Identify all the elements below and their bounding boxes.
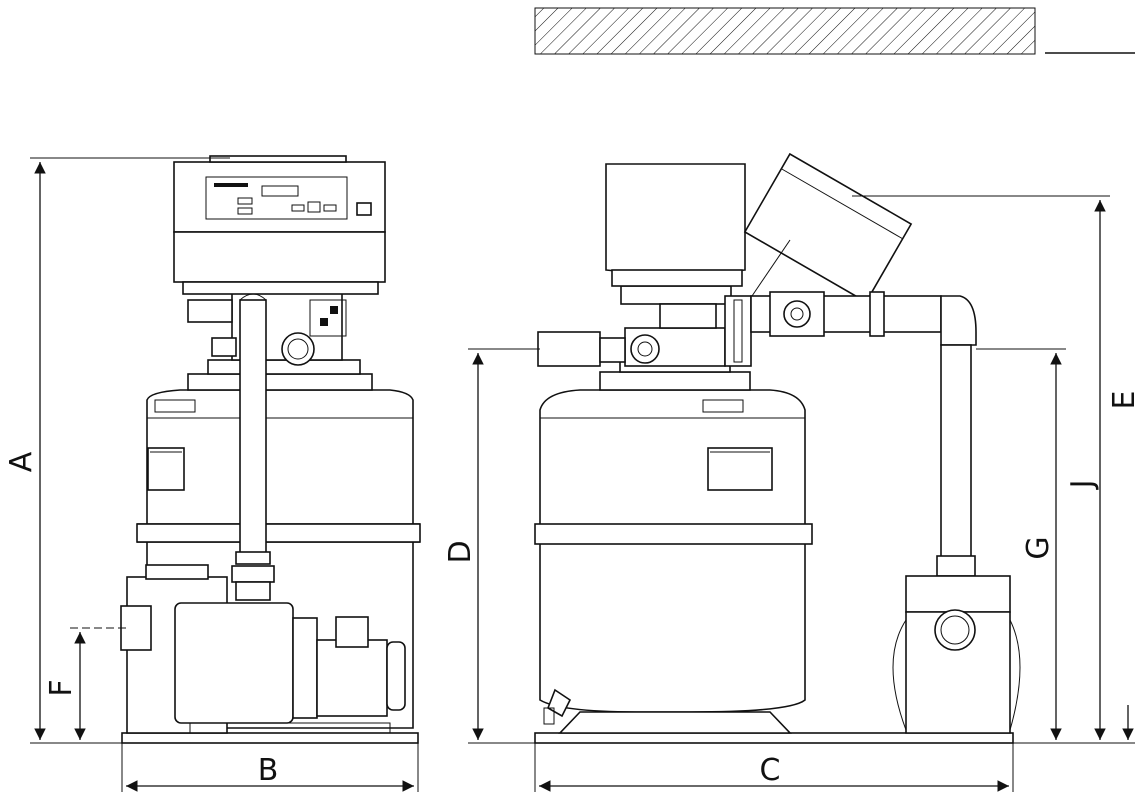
dim-label-g: G bbox=[1021, 536, 1056, 559]
side-tank bbox=[539, 389, 806, 713]
dim-label-c: C bbox=[760, 753, 781, 788]
dim-label-f: F bbox=[44, 679, 79, 696]
dim-label-e: E bbox=[1107, 391, 1135, 410]
front-motor-cover bbox=[174, 602, 294, 724]
front-label-plate bbox=[147, 447, 185, 491]
side-inlet-fitting bbox=[537, 331, 601, 367]
side-view bbox=[534, 152, 1021, 744]
side-controller bbox=[743, 152, 913, 304]
wall-hatch bbox=[534, 7, 1135, 55]
dimension-lines bbox=[30, 157, 1135, 792]
side-down-pipe bbox=[940, 344, 972, 558]
side-label-plate bbox=[707, 447, 773, 491]
dim-label-b: B bbox=[258, 753, 279, 788]
dim-label-a: A bbox=[4, 451, 39, 472]
front-base-plate bbox=[121, 732, 419, 744]
front-motor bbox=[316, 639, 388, 717]
front-view bbox=[120, 155, 421, 744]
dimension-labels: A F B C D G J E bbox=[4, 391, 1135, 788]
dim-label-d: D bbox=[443, 540, 478, 563]
dim-label-j: J bbox=[1065, 480, 1100, 491]
side-pump-body bbox=[905, 611, 1011, 734]
side-pump-top bbox=[905, 575, 1011, 613]
front-control-panel bbox=[205, 176, 348, 220]
side-actuator bbox=[605, 163, 746, 275]
side-base-plate bbox=[534, 732, 1014, 744]
front-pipe bbox=[239, 299, 267, 563]
